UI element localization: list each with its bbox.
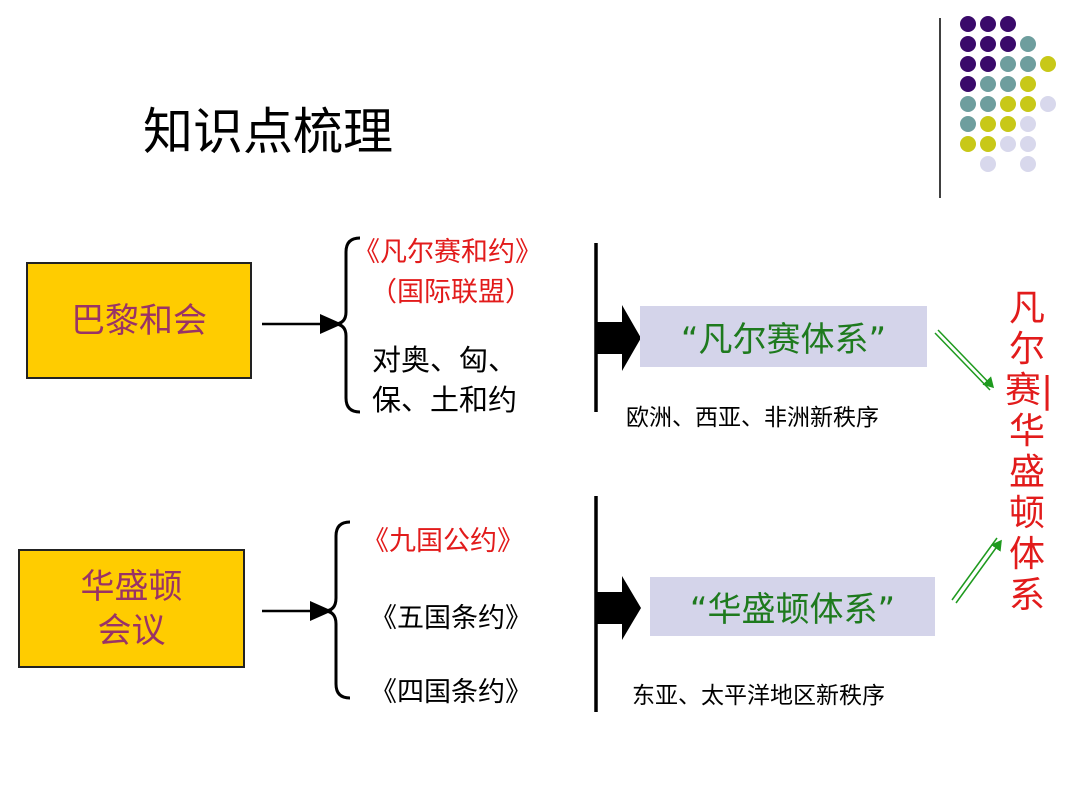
decorative-dot — [1000, 56, 1016, 72]
decorative-dot — [1020, 96, 1036, 112]
decorative-dot — [980, 36, 996, 52]
versailles-treaty: 《凡尔赛和约》 — [353, 237, 542, 268]
versailles-washington-system: 凡尔赛|华盛顿体系 — [1005, 288, 1054, 616]
five-power-treaty: 《五国条约》 — [370, 603, 532, 634]
decorative-dot — [1000, 136, 1016, 152]
decorative-dot — [980, 156, 996, 172]
paris-scope: 欧洲、西亚、非洲新秩序 — [626, 405, 879, 431]
decorative-dot — [1020, 36, 1036, 52]
versailles-system-label: “凡尔赛体系” — [680, 320, 887, 360]
washington-green-arrow — [951, 537, 1002, 604]
decorative-dot — [1000, 116, 1016, 132]
paris-bracket — [333, 236, 361, 414]
decorative-dot — [1020, 76, 1036, 92]
other-treaties-line-1: 对奥、匈、 — [372, 343, 518, 377]
washington-system-label: “华盛顿体系” — [689, 590, 896, 630]
four-power-treaty: 《四国条约》 — [370, 677, 532, 708]
decorative-dot — [960, 136, 976, 152]
decorative-dot — [960, 76, 976, 92]
decorative-dot — [980, 76, 996, 92]
box-label-line-1: 华盛顿 — [80, 566, 183, 607]
washington-conference-box: 华盛顿 会议 — [18, 549, 245, 668]
washington-block-arrow — [596, 576, 641, 640]
decorative-dot — [1000, 76, 1016, 92]
versailles-system-box: “凡尔赛体系” — [640, 306, 927, 367]
other-treaties-line-2: 保、土和约 — [372, 383, 518, 417]
washington-scope: 东亚、太平洋地区新秩序 — [632, 683, 885, 709]
decorative-dot — [980, 136, 996, 152]
decorative-dot — [980, 116, 996, 132]
page-title: 知识点梳理 — [143, 103, 393, 161]
decorative-dot — [1020, 136, 1036, 152]
decorative-dot — [980, 56, 996, 72]
decorative-dot — [1040, 96, 1056, 112]
decorative-dot — [1000, 36, 1016, 52]
decorative-dot-grid — [960, 16, 1056, 172]
decorative-dot — [1000, 96, 1016, 112]
washington-bracket — [323, 520, 351, 700]
decorative-dot — [960, 36, 976, 52]
decorative-dot — [960, 56, 976, 72]
decorative-dot — [960, 16, 976, 32]
box-label-line-2: 会议 — [97, 610, 166, 651]
decorative-dot — [960, 96, 976, 112]
decorative-dot — [980, 96, 996, 112]
decorative-dot — [1040, 56, 1056, 72]
box-label: 巴黎和会 — [71, 300, 207, 341]
paris-conference-box: 巴黎和会 — [26, 262, 252, 379]
decorative-dot — [960, 116, 976, 132]
paris-block-arrow — [596, 305, 641, 371]
washington-system-box: “华盛顿体系” — [650, 577, 935, 636]
decorative-dot — [1020, 156, 1036, 172]
nine-power-treaty: 《九国公约》 — [362, 526, 524, 557]
league-of-nations: （国际联盟） — [370, 277, 532, 308]
paris-green-arrow — [934, 329, 995, 391]
decorative-dot — [1000, 16, 1016, 32]
decorative-dot — [980, 16, 996, 32]
decorative-dot — [1020, 116, 1036, 132]
decorative-dot — [1020, 56, 1036, 72]
